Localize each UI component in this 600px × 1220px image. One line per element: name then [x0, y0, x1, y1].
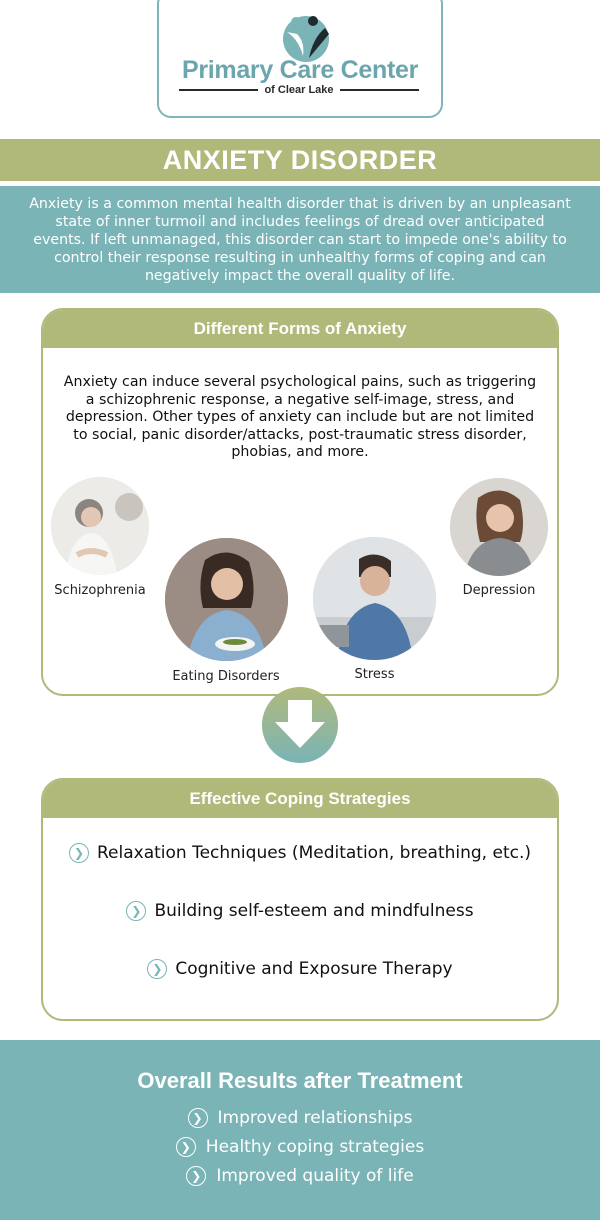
schizophrenia-label: Schizophrenia [54, 583, 146, 598]
logo-divider [179, 89, 259, 91]
coping-heading: Effective Coping Strategies [189, 789, 411, 808]
depression-photo [450, 478, 548, 576]
arrow-down-icon [262, 687, 338, 763]
person-image-icon [165, 538, 288, 661]
eating-disorders-photo [165, 538, 288, 661]
chevron-right-circle-icon: ❯ [187, 1108, 208, 1128]
person-image-icon [51, 477, 149, 575]
result-item-label: Improved relationships [217, 1108, 413, 1128]
logo-subtitle: of Clear Lake [264, 84, 334, 96]
list-item: ❯ Cognitive and Exposure Therapy [43, 959, 557, 979]
chevron-right-circle-icon: ❯ [147, 959, 168, 979]
chevron-right-circle-icon: ❯ [186, 1166, 207, 1186]
coping-item-label: Relaxation Techniques (Meditation, breat… [96, 843, 531, 863]
list-item: ❯ Relaxation Techniques (Meditation, bre… [43, 843, 557, 863]
list-item: ❯ Healthy coping strategies [0, 1137, 600, 1157]
coping-card: Effective Coping Strategies ❯ Relaxation… [41, 778, 559, 1021]
stress-photo [313, 537, 436, 660]
results-band [0, 1040, 600, 1220]
person-image-icon [313, 537, 436, 660]
list-item: ❯ Improved quality of life [0, 1166, 600, 1186]
logo-divider [339, 89, 419, 91]
forms-text: Anxiety can induce several psychological… [63, 374, 537, 460]
chevron-right-circle-icon: ❯ [126, 901, 147, 921]
depression-label: Depression [462, 583, 536, 598]
intro-band: Anxiety is a common mental health disord… [0, 186, 600, 293]
forms-heading: Different Forms of Anxiety [193, 319, 407, 338]
intro-text: Anxiety is a common mental health disord… [29, 195, 571, 284]
person-image-icon [450, 478, 548, 576]
result-item-label: Improved quality of life [216, 1166, 414, 1186]
coping-item-label: Building self-esteem and mindfulness [154, 901, 474, 921]
results-heading: Overall Results after Treatment [137, 1068, 463, 1093]
logo-card: Primary Care Center of Clear Lake [157, 0, 443, 118]
forms-header: Different Forms of Anxiety [43, 310, 557, 348]
chevron-right-circle-icon: ❯ [68, 843, 89, 863]
stress-label: Stress [354, 667, 395, 682]
schizophrenia-photo [51, 477, 149, 575]
coping-header: Effective Coping Strategies [43, 780, 557, 818]
page-title: ANXIETY DISORDER [162, 144, 438, 175]
person-emblem-icon [283, 16, 329, 62]
result-item-label: Healthy coping strategies [205, 1137, 425, 1157]
logo-title: Primary Care Center [181, 56, 419, 84]
list-item: ❯ Building self-esteem and mindfulness [43, 901, 557, 921]
title-band: ANXIETY DISORDER [0, 139, 600, 181]
logo-subtitle-row: of Clear Lake [179, 83, 419, 97]
chevron-right-circle-icon: ❯ [175, 1137, 196, 1157]
coping-item-label: Cognitive and Exposure Therapy [175, 959, 453, 979]
eating-disorders-label: Eating Disorders [172, 669, 280, 684]
list-item: ❯ Improved relationships [0, 1108, 600, 1128]
